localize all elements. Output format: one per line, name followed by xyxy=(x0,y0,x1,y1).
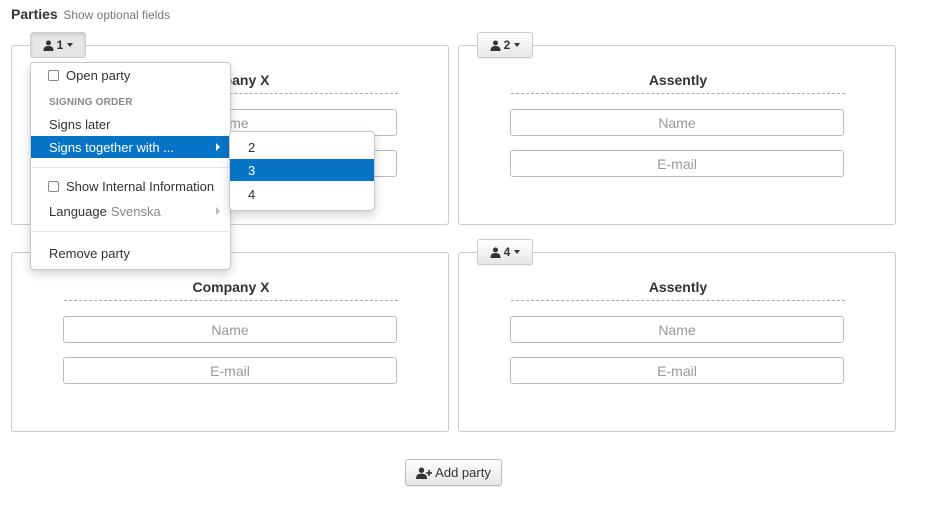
add-party-label: Add party xyxy=(435,465,491,480)
party-name: Assently xyxy=(511,279,845,301)
user-plus-icon xyxy=(416,467,433,479)
party-card-2: Assently xyxy=(458,45,896,225)
party-number: 4 xyxy=(503,245,511,259)
show-optional-fields-link[interactable]: Show optional fields xyxy=(63,8,171,22)
signs-later-option[interactable]: Signs later xyxy=(31,113,230,135)
party-1-button[interactable]: 1 xyxy=(30,32,86,58)
language-value: Svenska xyxy=(110,203,161,219)
party-card-3: Company X xyxy=(11,252,449,432)
party-name: Company X xyxy=(64,279,398,301)
signing-order-header: SIGNING ORDER xyxy=(49,97,133,108)
party-options-menu: Open party SIGNING ORDER Signs later Sig… xyxy=(30,62,231,270)
signs-later-label: Signs later xyxy=(49,116,111,132)
open-party-option[interactable]: Open party xyxy=(31,64,230,86)
submenu-item-label: 4 xyxy=(248,186,256,202)
user-icon xyxy=(490,39,501,51)
chevron-right-icon xyxy=(216,207,220,215)
party-card-4: Assently xyxy=(458,252,896,432)
party-email-input[interactable] xyxy=(510,150,844,177)
show-internal-checkbox[interactable] xyxy=(48,180,59,192)
submenu-item-label: 2 xyxy=(248,139,256,155)
caret-down-icon xyxy=(514,250,521,254)
user-icon xyxy=(43,39,54,51)
caret-down-icon xyxy=(67,43,74,47)
signs-together-submenu: 2 3 4 xyxy=(229,131,375,211)
submenu-item-label: 3 xyxy=(248,162,256,178)
party-name-input[interactable] xyxy=(510,109,844,136)
parties-header: Parties Show optional fields xyxy=(11,6,170,22)
open-party-checkbox[interactable] xyxy=(48,69,59,81)
signs-together-label: Signs together with ... xyxy=(49,139,175,155)
user-icon xyxy=(490,246,501,258)
remove-party-option[interactable]: Remove party xyxy=(31,242,230,264)
party-email-input[interactable] xyxy=(510,357,844,384)
open-party-label: Open party xyxy=(66,67,131,83)
language-option[interactable]: Language Svenska xyxy=(31,200,230,222)
party-name: Assently xyxy=(511,72,845,94)
party-name-input[interactable] xyxy=(510,316,844,343)
party-email-input[interactable] xyxy=(63,357,397,384)
signs-together-option[interactable]: Signs together with ... xyxy=(31,136,230,158)
party-4-button[interactable]: 4 xyxy=(477,239,533,265)
party-2-button[interactable]: 2 xyxy=(477,32,533,58)
party-number: 2 xyxy=(503,38,511,52)
page-title: Parties xyxy=(11,6,58,22)
submenu-item[interactable]: 2 xyxy=(230,136,374,158)
menu-divider xyxy=(32,167,229,168)
show-internal-option[interactable]: Show Internal Information xyxy=(31,175,230,197)
language-label: Language xyxy=(49,203,107,219)
party-name-input[interactable] xyxy=(63,316,397,343)
submenu-item[interactable]: 4 xyxy=(230,183,374,205)
submenu-item[interactable]: 3 xyxy=(230,159,374,181)
show-internal-label: Show Internal Information xyxy=(66,178,215,194)
chevron-right-icon xyxy=(216,143,220,151)
menu-divider xyxy=(32,231,229,232)
remove-party-label: Remove party xyxy=(49,245,130,261)
caret-down-icon xyxy=(514,43,521,47)
party-number: 1 xyxy=(56,38,64,52)
add-party-button[interactable]: Add party xyxy=(405,459,502,486)
